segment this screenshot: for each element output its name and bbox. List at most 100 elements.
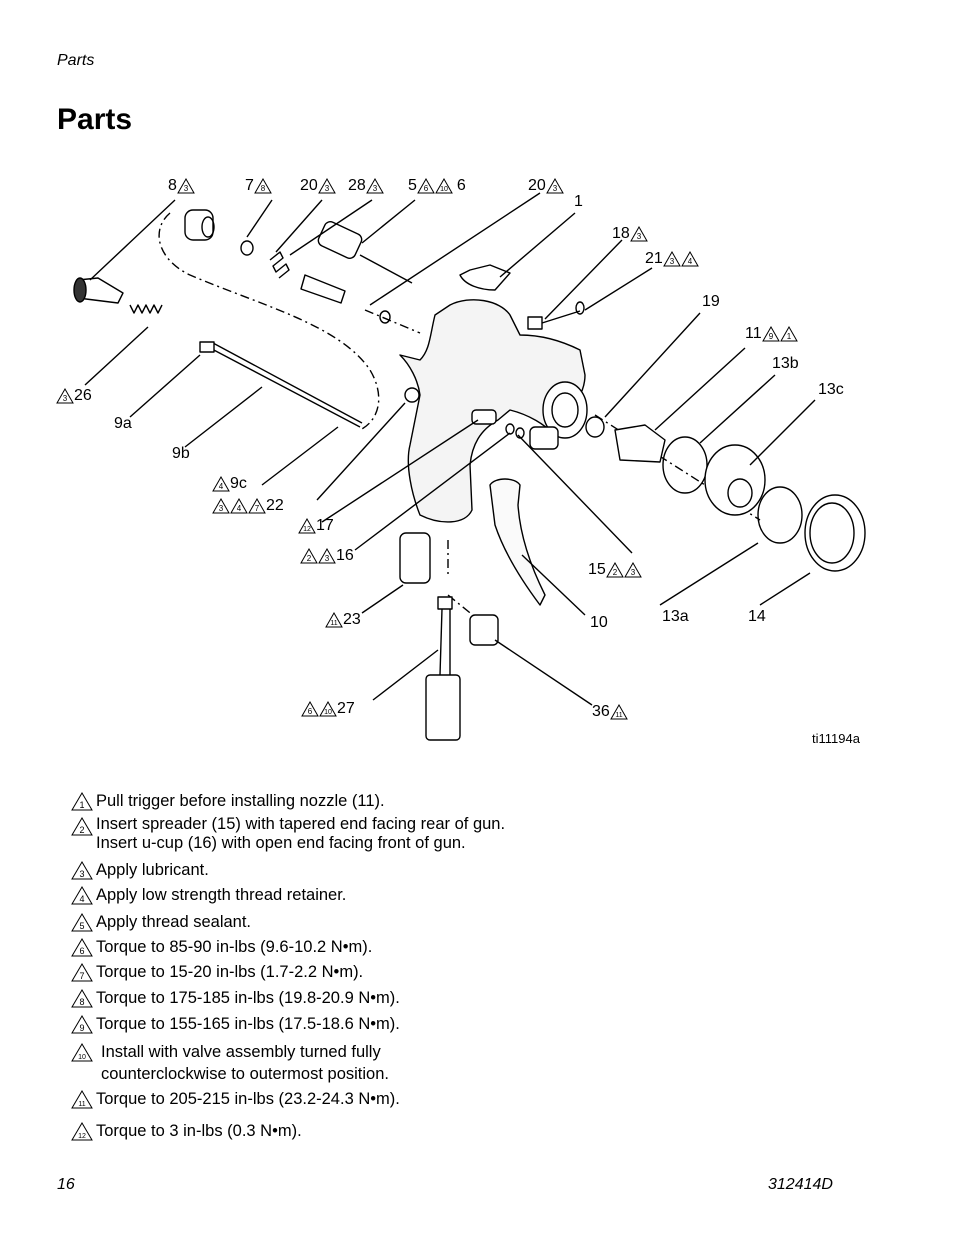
svg-text:3: 3	[553, 184, 558, 193]
triangle-marker-icon: 3	[365, 178, 384, 194]
warning-triangle-icon: 10	[71, 1043, 93, 1062]
svg-text:3: 3	[219, 504, 224, 513]
svg-text:3: 3	[631, 568, 636, 577]
triangle-marker-icon: 3	[662, 251, 681, 267]
svg-text:8: 8	[261, 184, 266, 193]
svg-text:11: 11	[615, 712, 622, 719]
triangle-marker-icon: 6	[417, 178, 435, 194]
svg-text:12: 12	[303, 526, 311, 533]
warning-triangle-icon: 6	[71, 938, 93, 957]
page-number: 16	[57, 1176, 75, 1193]
note-item: 3 Apply lubricant.	[70, 859, 209, 881]
gun-body	[459, 264, 511, 291]
svg-text:11: 11	[330, 620, 337, 627]
svg-text:3: 3	[79, 869, 84, 879]
triangle-marker-icon: 2	[300, 548, 318, 564]
callout: 9a	[114, 415, 132, 432]
triangle-marker-icon: 11	[325, 612, 343, 628]
svg-text:8: 8	[79, 997, 84, 1007]
note-item: 10 Install with valve assembly turned fu…	[70, 1041, 389, 1085]
note-item: 9 Torque to 155-165 in-lbs (17.5-18.6 N•…	[70, 1013, 400, 1035]
warning-triangle-icon: 7	[71, 963, 93, 982]
callout: 19	[702, 293, 720, 310]
triangle-marker-icon: 3	[56, 388, 74, 404]
svg-text:2: 2	[79, 825, 84, 835]
triangle-marker-icon: 6	[301, 701, 319, 717]
trigger	[489, 478, 546, 606]
note-text: Torque to 205-215 in-lbs (23.2-24.3 N•m)…	[96, 1090, 400, 1108]
svg-text:9: 9	[79, 1023, 84, 1033]
triangle-marker-icon: 3	[629, 226, 648, 242]
svg-text:3: 3	[637, 232, 642, 241]
triangle-marker-icon: 4	[212, 476, 230, 492]
triangle-marker-icon: 12	[298, 518, 316, 534]
triangle-marker-icon: 1	[779, 326, 798, 342]
running-header: Parts	[57, 52, 95, 69]
note-text: Torque to 3 in-lbs (0.3 N•m).	[96, 1122, 302, 1140]
callout: 13a	[662, 608, 689, 625]
note-text: Apply low strength thread retainer.	[96, 886, 347, 904]
warning-triangle-icon: 11	[71, 1090, 93, 1109]
svg-text:6: 6	[424, 184, 429, 193]
warning-triangle-icon: 8	[71, 989, 93, 1008]
svg-text:1: 1	[786, 332, 791, 341]
note-item: 1 Pull trigger before installing nozzle …	[70, 790, 385, 812]
triangle-marker-icon: 3	[212, 498, 230, 514]
triangle-marker-icon: 4	[680, 251, 699, 267]
callout: 1	[574, 193, 583, 210]
svg-text:2: 2	[307, 554, 312, 563]
svg-text:12: 12	[78, 1133, 86, 1140]
triangle-marker-icon: 3	[545, 178, 564, 194]
callout: 10	[590, 614, 608, 631]
svg-text:2: 2	[613, 568, 618, 577]
svg-text:10: 10	[78, 1054, 86, 1061]
triangle-marker-icon: 3	[318, 548, 336, 564]
warning-triangle-icon: 12	[71, 1122, 93, 1141]
triangle-marker-icon: 7	[248, 498, 266, 514]
note-item: 8 Torque to 175-185 in-lbs (19.8-20.9 N•…	[70, 987, 400, 1009]
note-text: Install with valve assembly turned fully…	[101, 1043, 389, 1083]
note-item: 7 Torque to 15-20 in-lbs (1.7-2.2 N•m).	[70, 961, 363, 983]
note-text: Apply lubricant.	[96, 861, 209, 879]
note-item: 12 Torque to 3 in-lbs (0.3 N•m).	[70, 1120, 302, 1142]
note-item: 6 Torque to 85-90 in-lbs (9.6-10.2 N•m).	[70, 936, 372, 958]
note-text: Torque to 175-185 in-lbs (19.8-20.9 N•m)…	[96, 989, 400, 1007]
svg-text:3: 3	[373, 184, 378, 193]
callout: 13b	[772, 355, 799, 372]
note-text: Pull trigger before installing nozzle (1…	[96, 792, 385, 810]
figure-id: ti11194a	[812, 731, 861, 746]
svg-text:11: 11	[78, 1101, 85, 1108]
note-item: 11 Torque to 205-215 in-lbs (23.2-24.3 N…	[70, 1088, 400, 1110]
triangle-marker-icon: 2	[605, 562, 624, 578]
svg-text:4: 4	[688, 257, 693, 266]
note-item: 4 Apply low strength thread retainer.	[70, 884, 346, 906]
note-text: Torque to 15-20 in-lbs (1.7-2.2 N•m).	[96, 963, 364, 981]
svg-text:9: 9	[768, 332, 773, 341]
triangle-marker-icon: 10	[319, 701, 337, 717]
triangle-marker-icon: 3	[317, 178, 336, 194]
callout: 14	[748, 608, 766, 625]
triangle-marker-icon: 8	[254, 178, 272, 194]
svg-text:6: 6	[79, 946, 84, 956]
svg-text:3: 3	[670, 257, 675, 266]
note-text: Torque to 85-90 in-lbs (9.6-10.2 N•m).	[96, 938, 373, 956]
svg-text:10: 10	[440, 186, 448, 193]
svg-text:3: 3	[63, 394, 68, 403]
triangle-marker-icon: 9	[761, 326, 780, 342]
svg-text:7: 7	[79, 971, 84, 981]
page-title: Parts	[57, 103, 133, 136]
